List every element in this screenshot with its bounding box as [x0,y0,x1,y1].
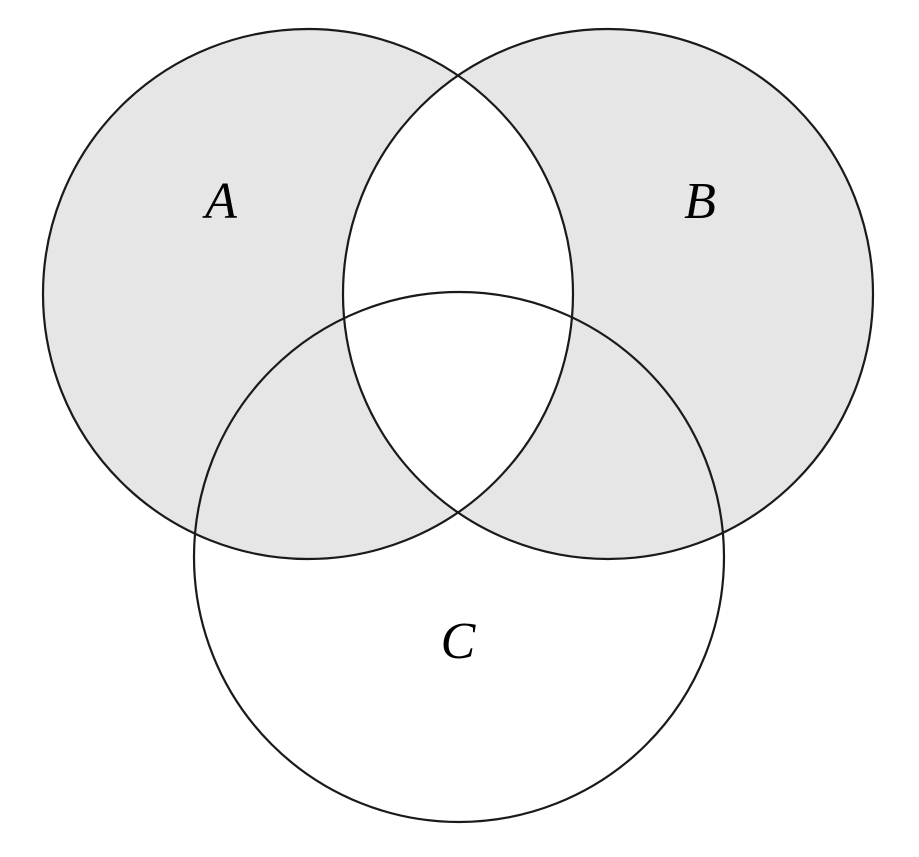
set-label-C: C [441,613,477,670]
set-label-B: B [684,173,716,230]
region-fill-layer [43,29,873,559]
circle-outline-layer [41,27,875,824]
set-circle-C[interactable] [192,290,726,824]
set-circle-A[interactable] [41,27,575,561]
set-circle-B[interactable] [341,27,875,561]
set-label-layer: A B C [202,173,716,670]
set-label-A: A [202,173,237,230]
